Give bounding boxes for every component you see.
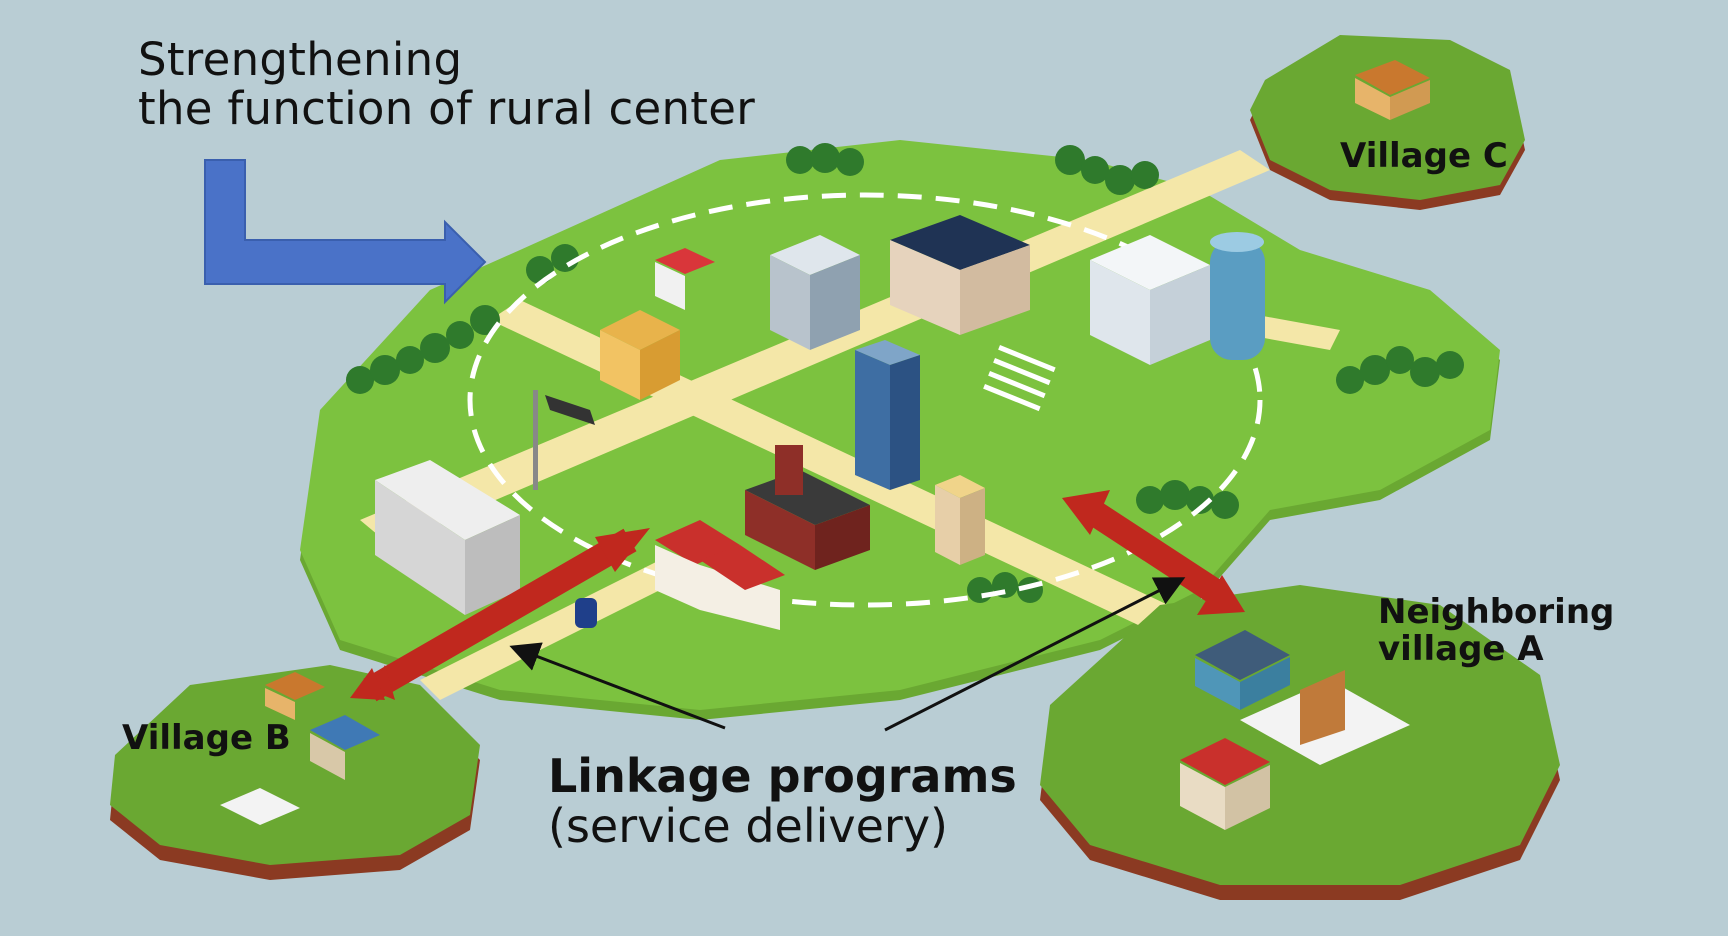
village-a-island [1040,585,1560,900]
title-line-2: the function of rural center [138,81,756,135]
rural-center-boundary [467,192,1263,608]
pointer-arrow-to-a [884,577,1186,732]
pointer-arrow-to-b [509,642,726,730]
linkage-arrow-b [350,528,650,702]
village-b-label: Village B [122,718,291,758]
village-a-label: Neighboring village A [1378,594,1614,667]
linkage-arrow-a [1062,490,1245,615]
linkage-programs-label: Linkage programs (service delivery) [548,749,1017,853]
trees [346,143,1464,603]
linkage-line-1: Linkage programs [548,749,1017,803]
buildings [375,215,1265,630]
diagram-title: Strengthening the function of rural cent… [138,33,756,135]
village-c-island [1250,35,1525,210]
village-a-label-line-1: Neighboring [1378,592,1615,632]
village-c-label: Village C [1340,136,1508,176]
title-line-1: Strengthening [138,33,463,86]
village-a-label-line-2: village A [1378,628,1544,669]
strengthening-arrow [204,159,487,305]
village-b-island [110,665,480,880]
linkage-line-2: (service delivery) [548,798,949,853]
